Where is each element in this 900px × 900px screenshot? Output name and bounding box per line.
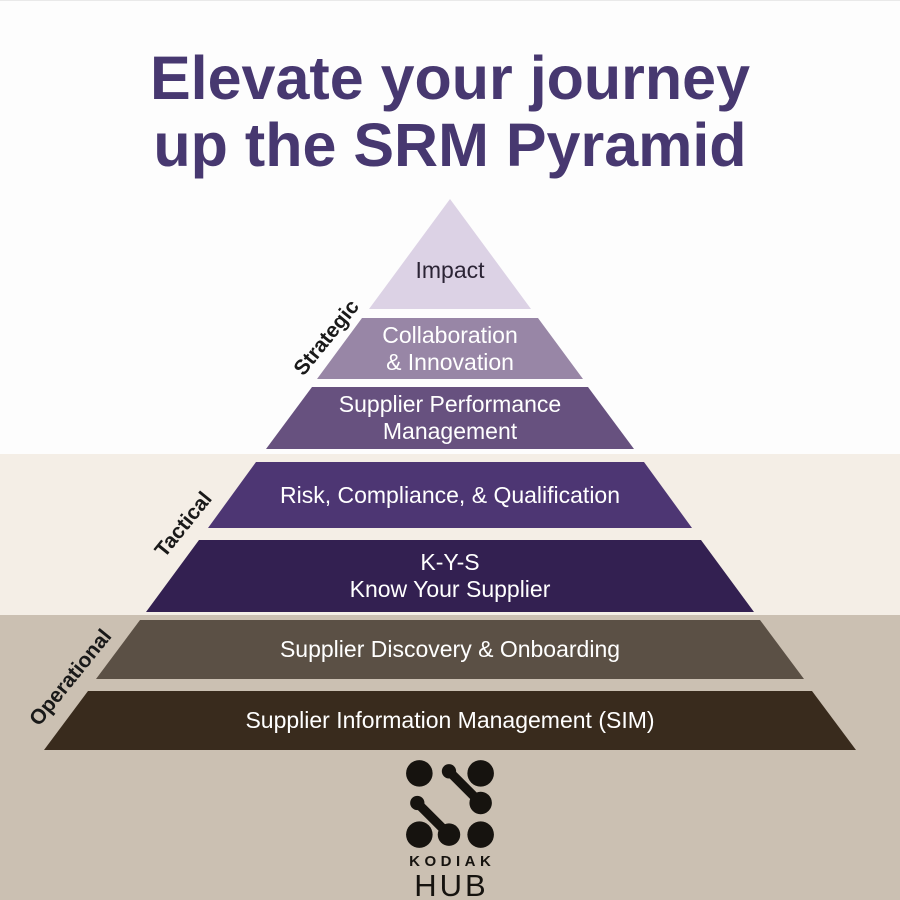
pyramid-level-kys xyxy=(146,540,754,612)
logo-brand-sub: HUB xyxy=(414,868,489,900)
page-title-line2: up the SRM Pyramid xyxy=(153,111,747,179)
pyramid-level-supplier-discovery-onboarding xyxy=(96,620,804,679)
pyramid-level-sim xyxy=(44,691,856,750)
pyramid-level-impact xyxy=(369,199,531,309)
pyramid-level-supplier-performance-management xyxy=(266,387,634,449)
pyramid-level-risk-compliance-qualification xyxy=(208,462,692,528)
page-title: Elevate your journey up the SRM Pyramid xyxy=(0,45,900,179)
pyramid-level-collaboration-innovation xyxy=(317,318,583,379)
kodiak-hub-logo: KODIAK HUB xyxy=(0,757,900,900)
kodiak-hub-dots-icon xyxy=(406,760,494,848)
page-title-line1: Elevate your journey xyxy=(149,44,751,112)
logo-brand-name: KODIAK xyxy=(409,853,496,870)
